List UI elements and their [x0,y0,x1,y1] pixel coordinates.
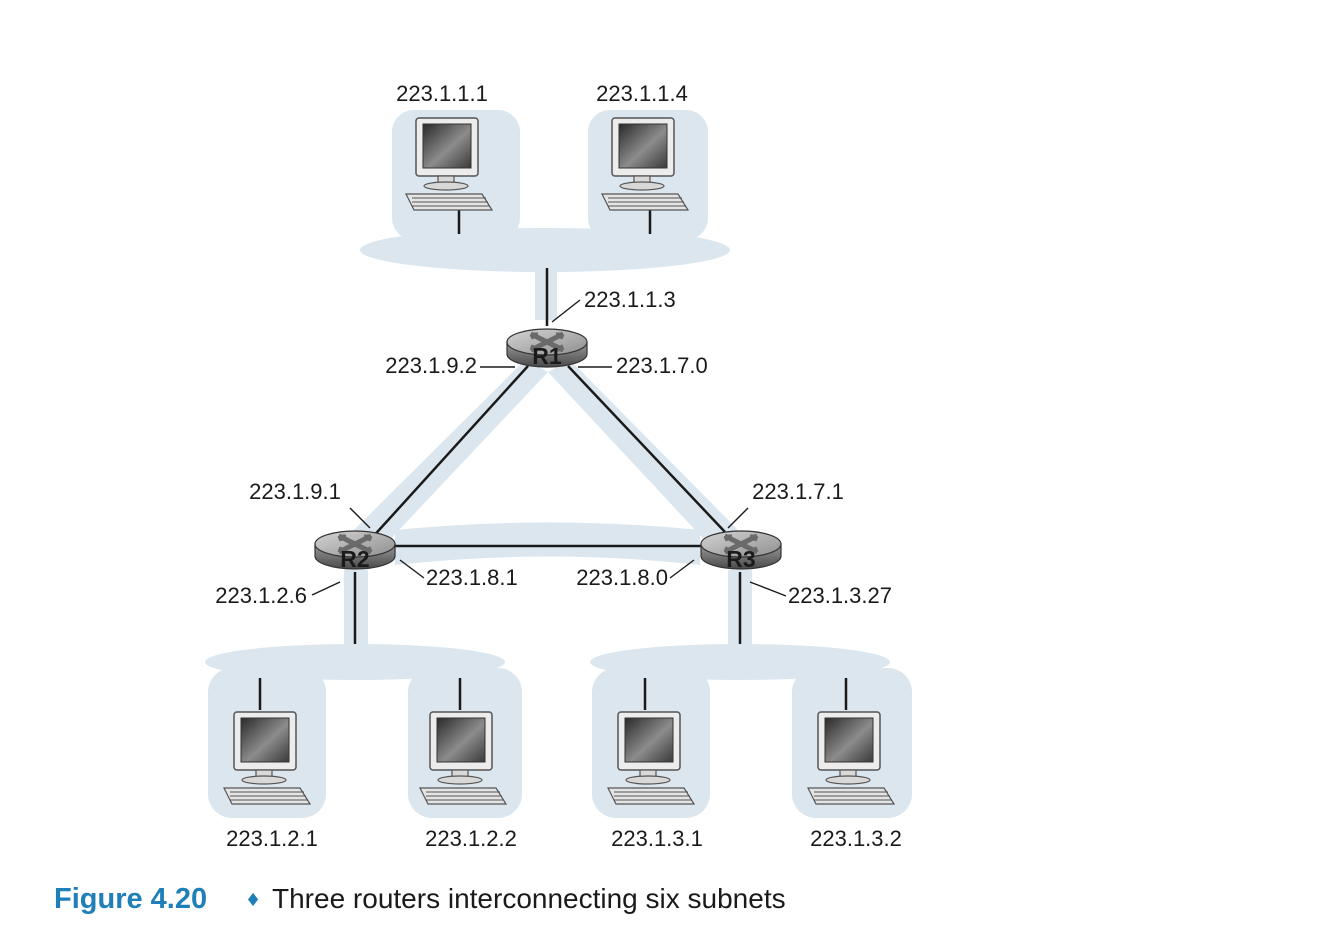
figure-caption: Figure 4.20 ♦ Three routers interconnect… [54,883,786,915]
iface-label-r1-to-r2: 223.1.9.2 [385,353,477,378]
iface-label-r3-to-r2: 223.1.8.0 [576,565,668,590]
host-label-223-1-1-4: 223.1.1.4 [596,81,688,106]
host-label-223-1-3-1: 223.1.3.1 [611,826,703,851]
iface-label-r3-lan: 223.1.3.27 [788,583,892,608]
router-r2-label: R2 [340,546,369,572]
iface-label-r2-to-r3: 223.1.8.1 [426,565,518,590]
iface-label-r2-lan: 223.1.2.6 [215,583,307,608]
link-r1-r3 [567,365,726,533]
router-r3: R3 [701,531,781,572]
host-label-223-1-2-1: 223.1.2.1 [226,826,318,851]
iface-label-r1-to-r3: 223.1.7.0 [616,353,708,378]
links [258,208,848,710]
caption-separator: ♦ [245,890,261,911]
router-r3-label: R3 [726,546,755,572]
leader-lines [311,299,787,597]
caption-text: Three routers interconnecting six subnet… [272,883,786,914]
router-r1: R1 [507,329,587,369]
iface-label-r3-to-r1: 223.1.7.1 [752,479,844,504]
host-label-223-1-2-2: 223.1.2.2 [425,826,517,851]
host-label-223-1-1-1: 223.1.1.1 [396,81,488,106]
router-r2: R2 [315,531,395,572]
router-r1-label: R1 [532,343,562,369]
figure-number: Figure 4.20 [54,883,207,915]
link-r1-r2 [369,365,529,541]
iface-label-r2-to-r1: 223.1.9.1 [249,479,341,504]
iface-label-r1-lan: 223.1.1.3 [584,287,676,312]
subnet-shading [205,110,912,818]
host-label-223-1-3-2: 223.1.3.2 [810,826,902,851]
